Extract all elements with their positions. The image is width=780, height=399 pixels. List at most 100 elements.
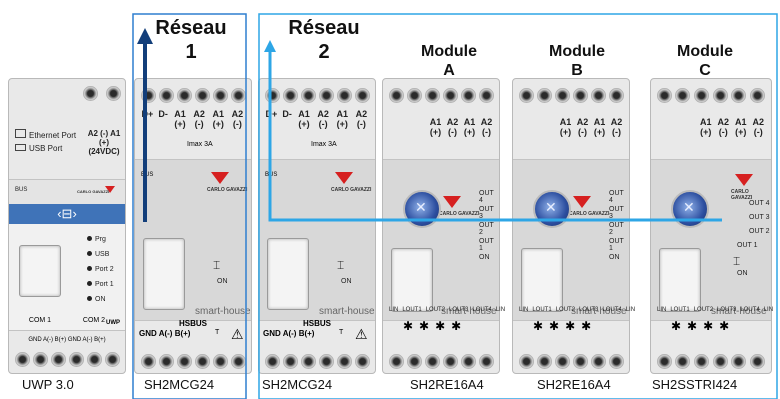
terminal-icon (712, 87, 728, 103)
re2-cover-button[interactable] (521, 248, 563, 312)
tri-front-panel: CARLO GAVAZZI OUT 4 OUT 3 OUT 2 OUT 1 ⌶ … (651, 159, 771, 321)
terminal-icon (388, 353, 404, 369)
terminal-icon (32, 351, 48, 367)
network-1-label: Réseau (155, 17, 227, 39)
sh2re16a4-device-1: A1 (+)A2 (-) A1 (+)A2 (-) CARLO GAVAZZI … (382, 78, 505, 374)
brand-name: CARLO GAVAZZI (331, 187, 372, 193)
terminal-icon (318, 353, 334, 369)
uwp-supply-labels: A2 (-) A1 (+) (24VDC) (84, 129, 124, 156)
terminal-icon (158, 87, 174, 103)
terminal-icon (212, 87, 228, 103)
carlo-gavazzi-logo-icon (573, 196, 591, 208)
re2-out1: OUT 1 (609, 238, 624, 252)
sh2mcg24-device-1: D+D- A1 (+)A2 (-) A1 (+)A2 (-) Imax 3A B… (134, 78, 252, 374)
terminal-icon (212, 353, 228, 369)
mcg2-front-panel: BUS CARLO GAVAZZI ⌶ ON smart-house (259, 159, 375, 321)
mcg2-imax: Imax 3A (311, 141, 337, 148)
led-label-port1: Port 1 (95, 281, 114, 288)
terminal-icon (318, 87, 334, 103)
network-icon: ‹⊟› (57, 206, 77, 221)
brand-name: CARLO GAVAZZI (439, 211, 480, 217)
com1-label: COM 1 (28, 317, 52, 324)
re1-cover-button[interactable] (391, 248, 433, 312)
sh2sstri424-device: A1 (+)A2 (-) A1 (+)A2 (-) CARLO GAVAZZI … (650, 78, 774, 374)
terminal-icon (354, 87, 370, 103)
terminal-icon (536, 353, 552, 369)
terminal-icon (554, 353, 570, 369)
re2-out4: OUT 4 (609, 190, 624, 204)
mcg2-top-terminals (263, 85, 371, 105)
re2-top-labels: A1 (+)A2 (-) A1 (+)A2 (-) (559, 117, 623, 137)
uwp-a2-a1: A2 (-) A1 (+) (87, 129, 121, 147)
uwp-front-panel: BUS CARLO GAVAZZI ‹⊟› Prg USB Port 2 Por… (9, 179, 125, 331)
mcg2-brand-text: smart-house (319, 306, 375, 317)
mcg1-cover-button[interactable] (143, 238, 185, 310)
re1-bottom-terminals (387, 351, 495, 371)
re2-relay-symbols: ✱✱✱✱ (533, 319, 598, 333)
mcg1-on-label: ON (217, 278, 228, 285)
terminal-icon (424, 87, 440, 103)
uwp-device: Ethernet Port USB Port A2 (-) A1 (+) (24… (8, 78, 126, 374)
re2-front-panel: CARLO GAVAZZI OUT 4 OUT 3 OUT 2 OUT 1 ON… (513, 159, 629, 321)
terminal-icon (460, 353, 476, 369)
terminal-icon (176, 353, 192, 369)
tri-top-terminals (655, 85, 767, 105)
terminal-icon (230, 87, 246, 103)
re2-top-terminals (517, 85, 625, 105)
terminal-icon (536, 87, 552, 103)
module-a-title: Module A (404, 42, 494, 80)
com2-label: COM 2 (82, 317, 106, 324)
network-2-label: Réseau (288, 17, 360, 39)
terminal-icon (388, 87, 404, 103)
terminal-icon (194, 353, 210, 369)
terminal-icon (750, 353, 766, 369)
switch-icon: ⌶ (733, 254, 741, 268)
device-label-uwp: UWP 3.0 (22, 377, 74, 392)
warning-icon: ⚠ (355, 326, 368, 342)
terminal-icon (406, 87, 422, 103)
terminal-icon (86, 351, 102, 367)
terminal-icon (590, 353, 606, 369)
mcg2-cover-button[interactable] (267, 238, 309, 310)
terminal-icon (554, 87, 570, 103)
terminal-icon (106, 85, 121, 101)
terminal-icon (675, 353, 691, 369)
ethernet-port-label: Ethernet Port (29, 131, 77, 140)
terminal-icon (694, 353, 710, 369)
mcg1-t-label: T (215, 329, 220, 336)
terminal-icon (518, 353, 534, 369)
terminal-icon (478, 87, 494, 103)
module-c-label: Module (677, 43, 733, 60)
mcg1-top-labels: D+D- A1 (+)A2 (-) A1 (+)A2 (-) (141, 109, 244, 129)
carlo-gavazzi-logo-icon (735, 174, 753, 186)
carlo-gavazzi-logo-icon (105, 186, 115, 193)
terminal-icon (572, 87, 588, 103)
terminal-icon (656, 353, 672, 369)
terminal-icon (731, 353, 747, 369)
uwp-port-labels: Ethernet Port USB Port (15, 129, 76, 154)
terminal-icon (83, 85, 98, 101)
uwp-com-labels: COM 1 COM 2 (13, 317, 121, 324)
carlo-gavazzi-logo-icon (335, 172, 353, 184)
device-label-re-2: SH2RE16A4 (537, 377, 611, 392)
terminal-icon (442, 353, 458, 369)
re1-out1: OUT 1 (479, 238, 494, 252)
tri-out3: OUT 3 (749, 214, 770, 221)
tri-top-labels: A1 (+)A2 (-) A1 (+)A2 (-) (699, 117, 764, 137)
mcg1-front-panel: BUS CARLO GAVAZZI ⌶ ON smart-house (135, 159, 251, 321)
terminal-icon (104, 351, 120, 367)
re2-out3: OUT 3 (609, 206, 624, 220)
uwp-com-pins: GND A(-) B(+) GND A(-) B(+) (28, 337, 106, 343)
tri-triac-symbols: ✱✱✱✱ (671, 319, 736, 333)
tri-cover-button[interactable] (659, 248, 701, 312)
terminal-icon (68, 351, 84, 367)
terminal-icon (712, 353, 728, 369)
uwp-cover-button[interactable] (19, 245, 61, 297)
terminal-icon (750, 87, 766, 103)
network-1-title: Réseau 1 (141, 16, 241, 64)
terminal-icon (354, 353, 370, 369)
mcg1-imax: Imax 3A (187, 141, 213, 148)
tri-on: ON (737, 270, 748, 277)
